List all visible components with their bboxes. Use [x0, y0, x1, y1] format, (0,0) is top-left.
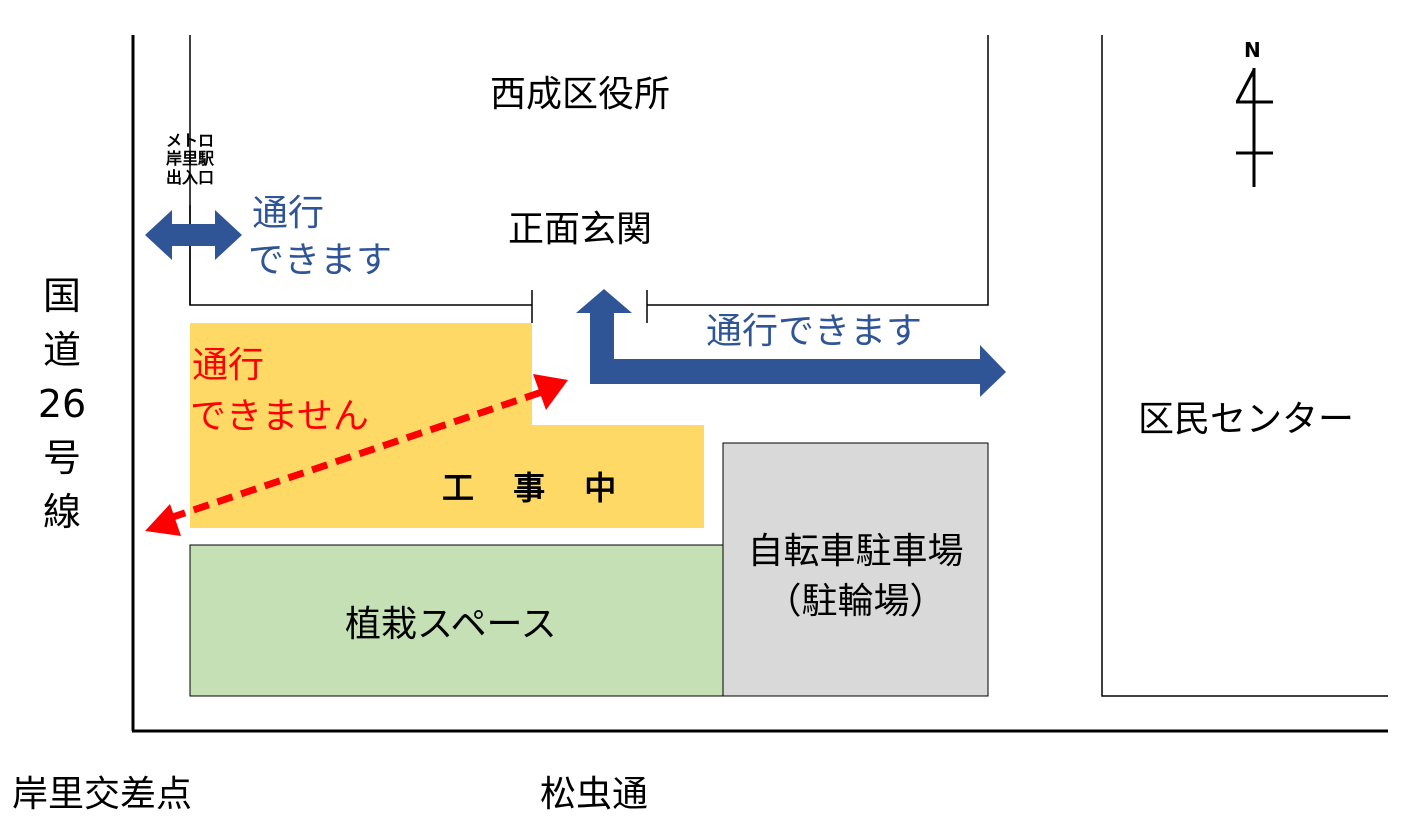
route26-char: 国 — [42, 274, 81, 318]
route26-char: 道 — [42, 327, 81, 372]
metro-exit-label: メトロ 岸里駅 出入口 — [158, 131, 222, 187]
route26-label: 国 道 26 号 線 — [32, 270, 92, 540]
blocked-line2: できません — [190, 396, 369, 437]
construction-label: 工 事 中 — [442, 469, 631, 507]
passable-route-arrow-icon — [576, 289, 1006, 397]
blocked-arrowhead-ne-icon — [533, 374, 568, 410]
street-label: 松虫通 — [540, 774, 649, 815]
main-entrance-label: 正面玄関 — [508, 209, 653, 250]
metro-exit-line1: メトロ — [165, 131, 214, 150]
passable-left-line1: 通行 — [252, 193, 325, 234]
planting-space-area — [189, 544, 724, 697]
planting-space-label: 植栽スペース — [345, 604, 557, 645]
route26-char: 線 — [42, 489, 81, 534]
compass-north-label: N — [1244, 38, 1261, 62]
metro-exit-line3: 出入口 — [165, 167, 214, 187]
blocked-line1: 通行 — [192, 345, 265, 386]
city-office-outline-right — [647, 35, 989, 306]
route26-char: 26 — [37, 381, 87, 426]
construction-area — [190, 323, 704, 528]
metro-exit-line2: 岸里駅 — [165, 149, 214, 169]
ward-center-outline — [1101, 35, 1388, 697]
passable-double-arrow-icon — [145, 210, 242, 260]
route26-char: 号 — [42, 435, 81, 480]
blocked-arrowhead-sw-icon — [145, 504, 181, 536]
north-compass-icon — [1235, 68, 1273, 187]
passable-left-line2: できます — [248, 240, 393, 281]
bicycle-parking-sublabel: （駐輪場） — [765, 581, 946, 622]
ward-center-label: 区民センター — [1138, 399, 1355, 440]
passable-right-label: 通行できます — [706, 311, 923, 352]
city-office-label: 西成区役所 — [490, 74, 671, 115]
bicycle-parking-label: 自転車駐車場 — [747, 531, 964, 572]
intersection-label: 岸里交差点 — [12, 774, 193, 815]
blocked-route-line — [168, 386, 550, 522]
bicycle-parking-area — [722, 442, 989, 697]
